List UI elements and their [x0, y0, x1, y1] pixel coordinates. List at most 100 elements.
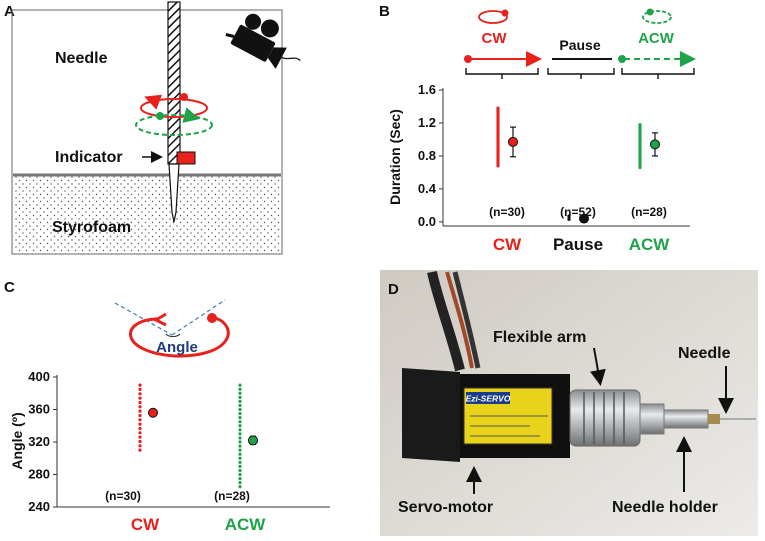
needle-label: Needle: [55, 50, 108, 67]
chart-c-n-acw: (n=28): [214, 489, 250, 503]
indicator-flag: [176, 151, 196, 165]
flexible-arm-coupling: [569, 389, 641, 447]
cw-marker-dot: [180, 93, 188, 101]
data-point: [238, 481, 242, 485]
data-point: [138, 405, 142, 409]
mean-marker: [248, 435, 258, 446]
y-tick-label: 0.0: [418, 214, 436, 229]
label-flexible-arm: Flexible arm: [493, 329, 586, 346]
data-point: [238, 464, 242, 468]
needle-holder-tip: [708, 414, 720, 424]
data-point: [238, 424, 242, 428]
mean-marker: [650, 139, 660, 150]
mean-marker: [508, 136, 518, 147]
acw-rotation-arrow: [182, 107, 200, 123]
coupling-grooves: [583, 392, 625, 444]
servo-motor-brand: Ezi-SERVO: [466, 394, 511, 404]
styrofoam-block: [13, 176, 281, 253]
cable-grey: [452, 271, 481, 369]
indicator-label: Indicator: [55, 149, 123, 166]
servo-motor-brand-box: [466, 392, 510, 404]
data-point: [238, 476, 242, 481]
brace-cw: [465, 68, 539, 79]
data-point: [238, 387, 242, 391]
panel-label-b: B: [379, 3, 390, 20]
cw-rotation-arrow: [144, 94, 163, 110]
data-point: [238, 416, 242, 420]
data-point: [238, 391, 242, 395]
category-label: Pause: [553, 235, 603, 254]
movie-camera-icon: [225, 13, 301, 69]
data-point: [138, 435, 142, 439]
angle-arc: [129, 316, 230, 358]
angle-mark: [165, 333, 181, 338]
legend-cw-ring: [478, 10, 508, 24]
acw-rotation-ring: [135, 114, 213, 136]
label-needle: Needle: [678, 345, 731, 362]
data-point: [138, 413, 142, 418]
data-point: [238, 407, 242, 412]
angle-ray-right: [171, 299, 226, 336]
data-point: [138, 439, 142, 444]
legend-cw-dot: [501, 9, 509, 17]
legend-pause-label: Pause: [559, 37, 600, 53]
data-point: [138, 383, 142, 387]
category-label: ACW: [225, 515, 267, 534]
servo-motor-body: [402, 368, 460, 462]
chart-b-marks: [496, 106, 660, 224]
data-point: [496, 106, 500, 110]
panel-a-frame: [11, 9, 283, 255]
data-point: [238, 456, 242, 460]
data-point: [138, 392, 142, 396]
data-point: [238, 383, 242, 387]
data-point: [238, 428, 242, 432]
chart-c-ylabel: Angle (º): [9, 412, 25, 469]
chart-c-marks: [138, 383, 258, 489]
acw-marker-dot: [156, 112, 164, 120]
data-point: [238, 485, 242, 489]
category-label: ACW: [629, 235, 671, 254]
label-needle-holder: Needle holder: [612, 499, 718, 516]
legend-acw-start: [618, 55, 626, 63]
y-tick-label: 0.8: [418, 148, 436, 163]
needle-holder: [663, 409, 709, 429]
legend-acw-label: ACW: [638, 30, 675, 47]
chart-b-n-acw: (n=28): [631, 205, 667, 219]
data-point: [238, 460, 242, 464]
data-point: [238, 452, 242, 456]
panel-a: A Needle Indicator Styrofoam: [4, 1, 301, 255]
data-point: [238, 403, 242, 408]
category-label: CW: [493, 235, 522, 254]
data-point: [138, 444, 142, 448]
data-point: [238, 448, 242, 452]
legend-cw-label: CW: [482, 30, 508, 47]
data-point: [138, 426, 142, 431]
chart-c-n-cw: (n=30): [105, 489, 141, 503]
angle-dot: [207, 313, 217, 323]
styrofoam-label: Styrofoam: [52, 219, 131, 236]
y-tick-label: 240: [28, 499, 50, 514]
arrow-flexible-arm: [590, 347, 606, 386]
panel-label-a: A: [4, 3, 15, 20]
data-point: [567, 214, 571, 218]
chart-b-axis: 0.00.40.81.21.6: [418, 82, 690, 229]
y-tick-label: 0.4: [418, 181, 437, 196]
data-point: [238, 468, 242, 473]
data-point: [238, 432, 242, 436]
data-point: [138, 422, 142, 426]
data-point: [238, 399, 242, 403]
data-point: [238, 472, 242, 477]
mean-marker: [579, 213, 589, 224]
data-point: [138, 431, 142, 435]
y-tick-label: 400: [28, 369, 50, 384]
y-tick-label: 1.2: [418, 115, 436, 130]
data-point: [238, 444, 242, 448]
angle-ray-left: [114, 302, 173, 336]
brace-pause: [547, 68, 615, 79]
data-point: [238, 411, 242, 416]
data-point: [238, 436, 242, 440]
